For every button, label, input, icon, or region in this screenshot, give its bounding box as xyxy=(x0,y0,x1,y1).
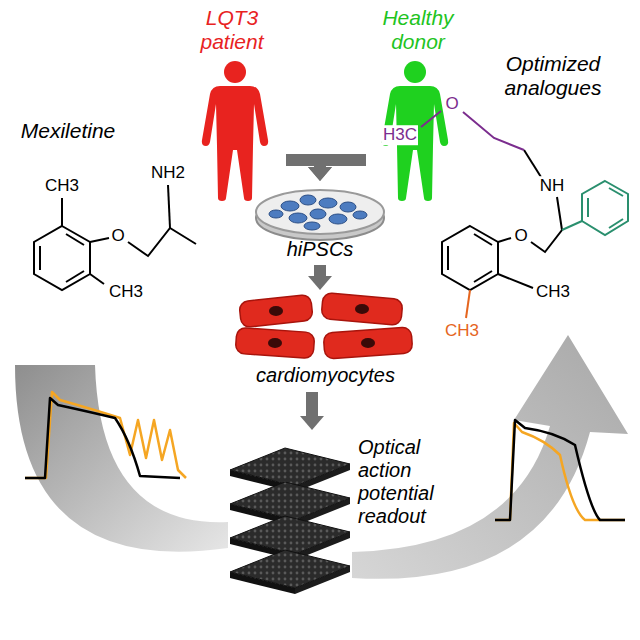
cell-culture-node: hiPSCs xyxy=(255,183,387,263)
mexiletine-structure xyxy=(168,185,170,228)
cycle-arrow-left xyxy=(15,365,228,552)
analogue-structure xyxy=(587,198,589,217)
culture-dish xyxy=(269,195,367,230)
culture-dish xyxy=(319,198,337,208)
cardiomyocyte-cells xyxy=(355,304,369,314)
action-potential-traces-before xyxy=(25,398,180,478)
flow-arrow xyxy=(320,160,366,167)
donor-figure xyxy=(382,61,448,201)
analogue-structure xyxy=(562,221,582,230)
culture-dish xyxy=(289,213,307,223)
culture-dish xyxy=(256,190,384,240)
cardiomyocyte-cells xyxy=(235,327,315,358)
multiwell-plates xyxy=(230,516,350,554)
culture-dish xyxy=(304,222,320,230)
mexiletine-structure xyxy=(39,246,41,270)
analogue-structure xyxy=(531,197,562,252)
atom-label: CH3 xyxy=(535,282,571,302)
node-label: hiPSCs xyxy=(255,238,385,261)
analogue-structure xyxy=(582,181,628,235)
atom-label: O xyxy=(110,226,125,246)
atom-label: CH3 xyxy=(444,321,480,341)
culture-dish xyxy=(310,209,326,219)
atom-label: NH2 xyxy=(150,163,186,183)
analogue-structure xyxy=(498,274,533,288)
analogue-structure xyxy=(447,246,449,270)
mexiletine-structure xyxy=(66,271,84,282)
action-potential-traces-before xyxy=(25,392,186,478)
atom-label: NH xyxy=(539,176,566,196)
analogue-structure xyxy=(442,150,562,290)
cardiomyocyte-cells xyxy=(235,293,413,359)
node-label: Optical action potential readout xyxy=(358,436,470,528)
cardiomyocyte-cells xyxy=(268,338,282,348)
multiwell-plates xyxy=(230,550,350,594)
culture-dish xyxy=(340,202,356,212)
culture-dish xyxy=(281,201,299,211)
cardiomyocyte-cells xyxy=(239,294,313,327)
culture-dish xyxy=(353,211,367,219)
atom-label: O xyxy=(444,94,459,114)
flow-arrow xyxy=(306,392,318,416)
mexiletine-structure xyxy=(34,185,196,290)
mexiletine-structure xyxy=(90,238,109,242)
mexiletine-structure xyxy=(34,226,90,290)
analogue-structure xyxy=(421,111,628,318)
cardiomyocyte-cells xyxy=(235,293,413,359)
culture-dish xyxy=(269,210,283,218)
culture-dish xyxy=(300,195,316,205)
analogue-structure xyxy=(562,181,628,235)
patient-figure xyxy=(202,61,268,201)
multiwell-plates xyxy=(230,448,350,594)
action-potential-traces-before xyxy=(25,392,186,478)
mexiletine-structure xyxy=(128,228,196,256)
culture-dish xyxy=(256,190,384,234)
culture-dish xyxy=(329,214,347,224)
drug-name: Mexiletine xyxy=(20,119,117,143)
mexiletine-structure xyxy=(90,274,104,284)
multiwell-plates xyxy=(230,448,350,486)
atom-label: CH3 xyxy=(44,176,80,196)
mexiletine-structure xyxy=(61,198,63,226)
donor-figure xyxy=(382,61,448,201)
action-potential-traces-after xyxy=(495,420,625,520)
patient-figure xyxy=(202,61,268,201)
analogue-structure xyxy=(442,226,498,290)
panel-title: Optimized analogues xyxy=(493,52,613,100)
patient-figure-node: LQT3 patient xyxy=(182,6,284,206)
analogue-structure xyxy=(466,290,470,318)
node-label: cardiomyocytes xyxy=(228,364,423,387)
mexiletine-structure xyxy=(66,234,84,245)
cardiomyocyte-cells xyxy=(361,338,375,348)
analogue-structure xyxy=(421,111,441,127)
multiwell-plates xyxy=(230,550,350,588)
analogue-structure xyxy=(474,271,492,282)
analogue-structure xyxy=(524,150,541,177)
action-potential-traces-after xyxy=(495,420,625,520)
node-label: Healthy donor xyxy=(368,6,468,54)
cycle-arrow-left xyxy=(15,365,228,552)
analogue-structure xyxy=(421,111,524,150)
cardiomyocyte-cells xyxy=(268,304,375,348)
atom-label: O xyxy=(513,226,528,246)
readout-node: Optical action potential readout xyxy=(225,432,475,597)
analogue-structure xyxy=(609,219,623,228)
analogue-structure xyxy=(609,188,623,196)
analogue-structure xyxy=(463,112,524,150)
analogue-structure xyxy=(498,238,511,242)
cardiomyocyte-cells xyxy=(323,327,413,359)
flow-arrow xyxy=(314,265,326,276)
analogue-structure xyxy=(474,234,492,245)
cardiomyocyte-cells xyxy=(269,306,283,316)
atom-label: H3C xyxy=(382,125,418,145)
node-label: LQT3 patient xyxy=(182,6,282,54)
atom-label: CH3 xyxy=(108,282,144,302)
cardiomyocyte-cells xyxy=(321,293,403,326)
cardiomyocyte-node: cardiomyocytes xyxy=(228,292,425,390)
multiwell-plates xyxy=(230,482,350,520)
